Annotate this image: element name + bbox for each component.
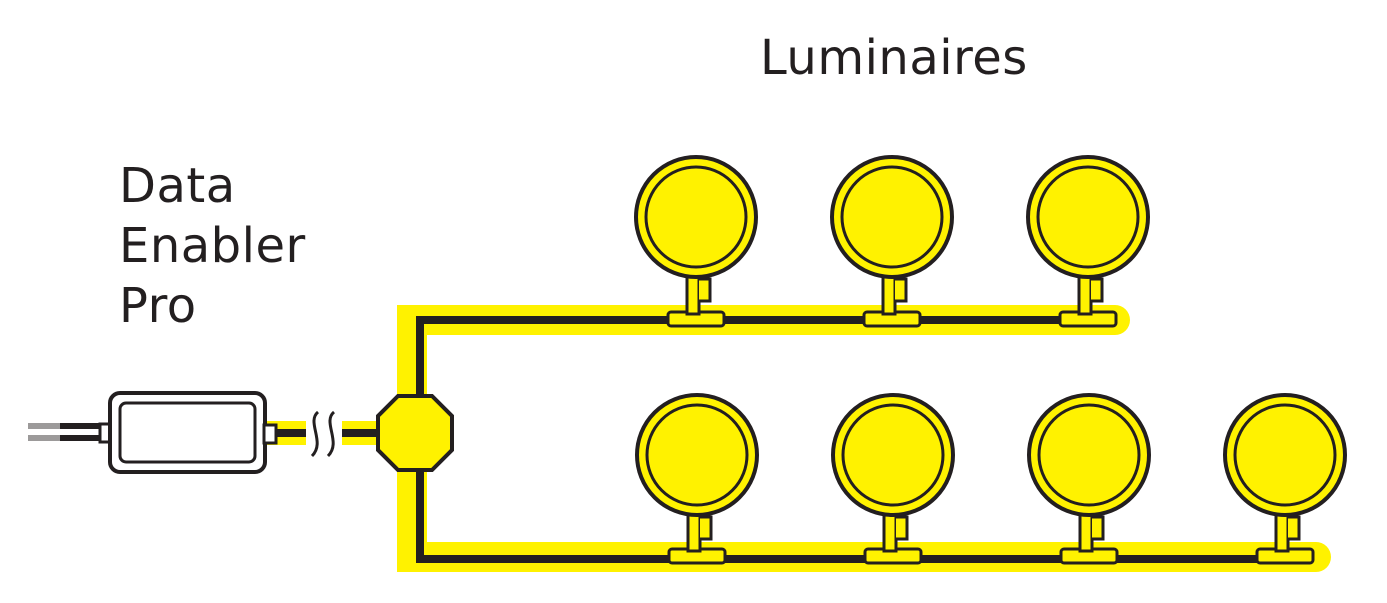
spot-luminaire-icon — [1027, 393, 1151, 565]
device-label-line-1: Data — [119, 158, 236, 214]
spot-luminaire-icon — [634, 155, 758, 328]
spot-luminaire-icon — [831, 393, 955, 565]
octagon-splitter-icon — [376, 394, 454, 472]
device-label-line-2: Enabler — [119, 218, 306, 274]
spot-luminaire-icon — [1026, 155, 1150, 328]
spot-luminaire-icon — [1223, 393, 1347, 565]
device-label: Data Enabler Pro — [119, 156, 306, 336]
junction-box-icon — [108, 391, 278, 474]
luminaire-group — [634, 155, 1347, 565]
upper-run-cable — [416, 316, 1095, 430]
spot-luminaire-icon — [830, 155, 954, 328]
input-cable — [20, 422, 116, 444]
lower-run-cable — [416, 430, 1296, 563]
cable-break-icon — [306, 404, 342, 460]
spot-luminaire-icon — [635, 393, 759, 565]
device-label-line-3: Pro — [119, 278, 197, 334]
upper-run-highlight — [397, 305, 1130, 445]
luminaires-heading: Luminaires — [760, 30, 1028, 86]
